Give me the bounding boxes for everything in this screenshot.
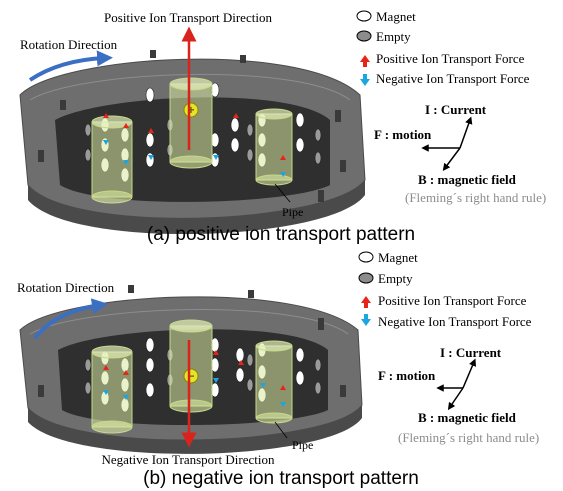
rule-label-b: (Fleming´s right hand rule) — [398, 430, 539, 445]
pipe-right-b — [255, 340, 293, 424]
motion-label-b: F : motion — [378, 368, 436, 383]
caption-b: (b) negative ion transport pattern — [143, 468, 419, 489]
pipe-right-a — [255, 108, 293, 186]
magnet-legend-icon — [358, 251, 374, 263]
empty-legend-icon — [358, 272, 374, 284]
svg-text:−: − — [187, 369, 194, 383]
negative-force-legend-icon — [361, 314, 371, 326]
pipe-center-a — [169, 77, 213, 169]
rotation-arrow-b — [33, 298, 108, 340]
legend-a: Magnet Empty Positive Ion Transport Forc… — [356, 9, 530, 86]
legend-negative-force-label: Negative Ion Transport Force — [376, 71, 530, 86]
positive-force-legend-icon — [361, 296, 371, 308]
panel-a: + Positive Ion Transport Direction Rotat… — [19, 9, 546, 245]
pipe-left-b — [91, 345, 133, 434]
negative-force-legend-icon — [360, 74, 370, 86]
pipe-left-a — [91, 115, 133, 204]
positive-ion: + — [183, 102, 199, 118]
magnet-legend-icon — [356, 10, 372, 22]
rotation-arrow-a — [28, 50, 113, 82]
field-label-a: B : magnetic field — [418, 172, 517, 187]
svg-text:+: + — [187, 103, 194, 117]
legend-empty-label: Empty — [378, 271, 413, 286]
caption-a: (a) positive ion transport pattern — [147, 224, 415, 245]
negative-ion: − — [183, 368, 199, 384]
pipe-label-b: Pipe — [292, 438, 313, 452]
legend-positive-force-label: Positive Ion Transport Force — [376, 51, 525, 66]
force-arrows-b — [103, 350, 286, 407]
legend-magnet-label: Magnet — [378, 250, 418, 265]
pipe-center-b — [169, 319, 213, 413]
legend-magnet-label: Magnet — [376, 9, 416, 24]
fleming-axes-a: I : Current F : motion B : magnetic fiel… — [374, 102, 546, 205]
panel-b: − Negative Ion Transport Direction Rotat… — [17, 250, 539, 489]
force-arrows-a — [103, 113, 286, 177]
legend-empty-label: Empty — [376, 29, 411, 44]
current-label-a: I : Current — [425, 102, 487, 117]
motion-label-a: F : motion — [374, 127, 432, 142]
legend-positive-force-label: Positive Ion Transport Force — [378, 293, 527, 308]
rotation-label-a: Rotation Direction — [20, 37, 118, 52]
transport-direction-label-b: Negative Ion Transport Direction — [102, 452, 275, 467]
positive-force-legend-icon — [360, 55, 370, 67]
legend-b: Magnet Empty Positive Ion Transport Forc… — [358, 250, 532, 329]
current-label-b: I : Current — [440, 345, 502, 360]
legend-negative-force-label: Negative Ion Transport Force — [378, 314, 532, 329]
fleming-axes-b: I : Current F : motion B : magnetic fiel… — [378, 345, 539, 445]
rotation-label-b: Rotation Direction — [17, 280, 115, 295]
empty-legend-icon — [356, 30, 372, 42]
pipe-label-a: Pipe — [282, 205, 303, 219]
transport-direction-label-a: Positive Ion Transport Direction — [104, 10, 272, 25]
rule-label-a: (Fleming´s right hand rule) — [405, 190, 546, 205]
field-label-b: B : magnetic field — [418, 410, 517, 425]
